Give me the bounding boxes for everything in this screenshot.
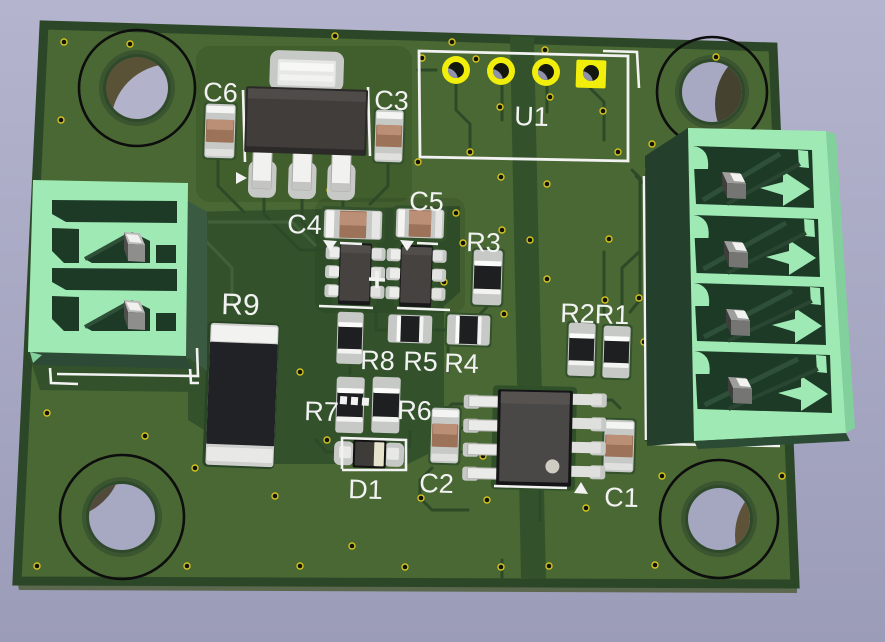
svg-text:C4: C4	[287, 209, 322, 240]
svg-text:R5: R5	[403, 346, 438, 377]
svg-text:R2R1: R2R1	[560, 298, 630, 330]
svg-text:R9: R9	[221, 288, 260, 322]
svg-text:C2: C2	[419, 468, 454, 499]
svg-text:C5: C5	[409, 186, 444, 217]
svg-text:C6: C6	[203, 77, 238, 108]
svg-text:D1: D1	[348, 474, 383, 505]
svg-text:R7: R7	[304, 396, 339, 427]
svg-text:C1: C1	[604, 482, 639, 513]
svg-text:U1: U1	[514, 101, 549, 132]
svg-text:C3: C3	[374, 85, 409, 116]
svg-text:R8: R8	[360, 345, 395, 376]
svg-text:R3: R3	[466, 227, 501, 258]
svg-text:R4: R4	[444, 348, 479, 379]
svg-text:R6: R6	[397, 395, 432, 426]
